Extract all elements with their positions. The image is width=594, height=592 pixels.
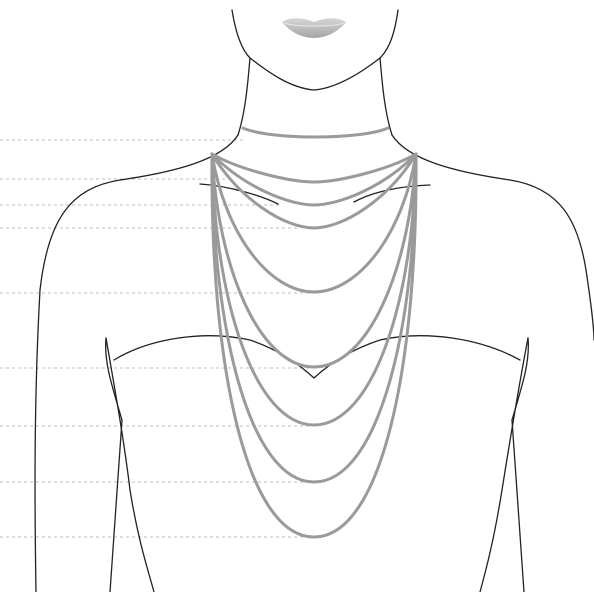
lips-icon (282, 18, 346, 38)
left-arm-lower (110, 420, 122, 592)
necklace-collar (243, 128, 388, 137)
necklace-opera-short (212, 154, 416, 425)
right-arm-lower (512, 420, 524, 592)
necklace-princess-short (212, 154, 416, 205)
necklace-opera (212, 154, 416, 482)
dress-neckline (114, 336, 520, 378)
necklace-matinee-short (212, 154, 416, 292)
necklace-princess (212, 154, 416, 228)
neck-right (380, 58, 392, 135)
body-outline (35, 10, 594, 592)
right-shoulder (392, 135, 594, 340)
length-guide-lines (0, 140, 310, 537)
neck-left (238, 58, 250, 135)
necklace-matinee (212, 154, 416, 367)
necklaces (212, 128, 416, 537)
